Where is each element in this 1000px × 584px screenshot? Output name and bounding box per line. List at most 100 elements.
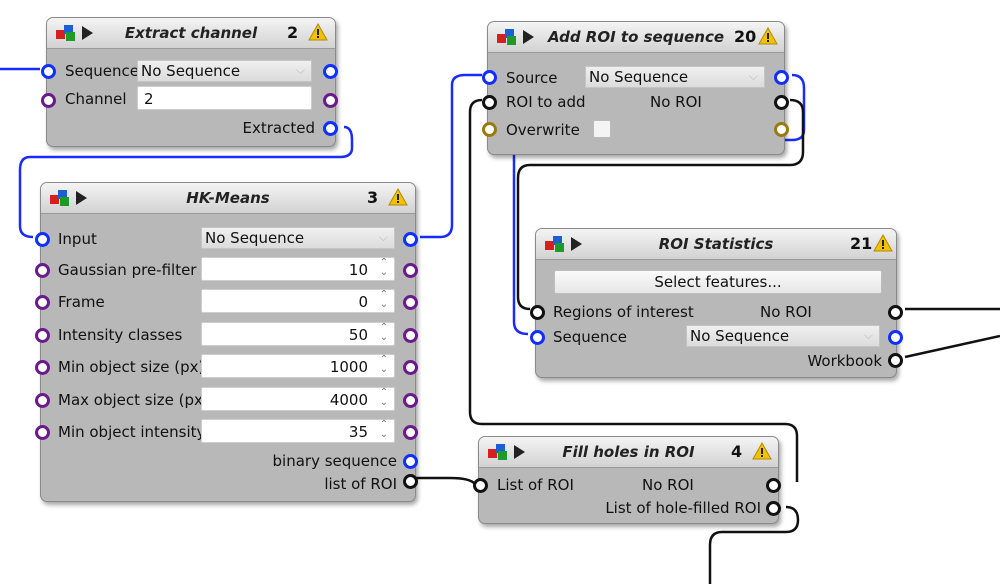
block-header[interactable]: Fill holes in ROI 4	[479, 437, 778, 468]
param-input-port[interactable]	[35, 295, 50, 310]
block-count: 2	[287, 23, 299, 42]
channel-field[interactable]: 2	[137, 86, 312, 110]
param-input-port[interactable]	[35, 425, 50, 440]
hole-filled-label: List of hole-filled ROI	[605, 499, 761, 517]
block-count: 3	[367, 188, 379, 207]
param-input-port[interactable]	[35, 360, 50, 375]
sequence-output-port[interactable]	[323, 64, 338, 79]
param-label: Min object size (px)	[58, 358, 205, 376]
chevron-down-icon: ⌵	[863, 328, 873, 342]
warning-icon[interactable]	[752, 441, 772, 461]
block-header[interactable]: HK-Means 3	[41, 183, 415, 214]
overwrite-output-port[interactable]	[774, 122, 789, 137]
roi-to-add-label: ROI to add	[506, 93, 586, 111]
channel-input-port[interactable]	[41, 93, 56, 108]
roi-input-port[interactable]	[482, 95, 497, 110]
warning-icon[interactable]	[873, 233, 893, 253]
param-output-port[interactable]	[403, 263, 418, 278]
warning-icon[interactable]	[388, 187, 408, 207]
binary-sequence-port[interactable]	[403, 454, 418, 469]
input-port[interactable]	[35, 232, 50, 247]
min-object-intensity-field[interactable]: 35⌃⌄	[201, 419, 395, 443]
channel-output-port[interactable]	[323, 93, 338, 108]
roi-output-port[interactable]	[774, 95, 789, 110]
fill-holes-block[interactable]: Fill holes in ROI 4 List of ROI No ROI L…	[473, 436, 781, 524]
block-header[interactable]: Add ROI to sequence 20	[488, 22, 784, 53]
param-label: Gaussian pre-filter	[58, 261, 197, 279]
input-dropdown[interactable]: No Sequence⌵	[201, 227, 395, 249]
play-icon[interactable]	[571, 237, 582, 251]
param-label: Max object size (px)	[58, 391, 209, 409]
list-of-roi-port[interactable]	[403, 474, 418, 489]
wire-addroi-out-to-stats-regions	[516, 98, 805, 311]
param-output-port[interactable]	[403, 393, 418, 408]
param-input-port[interactable]	[35, 328, 50, 343]
param-output-port[interactable]	[403, 425, 418, 440]
frame-field[interactable]: 0⌃⌄	[201, 289, 395, 313]
spinner-icon[interactable]: ⌃⌄	[379, 387, 389, 408]
sequence-dropdown[interactable]: No Sequence⌵	[686, 325, 880, 347]
wire-roi-to-addroi	[468, 98, 799, 482]
spinner-icon[interactable]: ⌃⌄	[379, 419, 389, 440]
min-object-size-field[interactable]: 1000⌃⌄	[201, 354, 395, 378]
source-dropdown[interactable]: No Sequence⌵	[585, 66, 765, 88]
blocks-icon	[545, 236, 564, 252]
regions-output-port[interactable]	[888, 305, 903, 320]
spinner-icon[interactable]: ⌃⌄	[379, 289, 389, 310]
param-output-port[interactable]	[403, 328, 418, 343]
input-label: Input	[58, 230, 97, 248]
wire-fill-out	[708, 505, 800, 584]
intensity-classes-field[interactable]: 50⌃⌄	[201, 322, 395, 346]
roi-statistics-block[interactable]: ROI Statistics 21 Select features... Reg…	[530, 228, 903, 378]
param-label: Frame	[58, 293, 105, 311]
select-features-button[interactable]: Select features...	[554, 270, 882, 294]
blocks-icon	[488, 444, 507, 460]
roi-to-add-value: No ROI	[650, 93, 702, 111]
chevron-down-icon: ⌵	[748, 69, 758, 83]
overwrite-checkbox[interactable]	[593, 120, 611, 138]
gaussian-prefilter-field[interactable]: 10⌃⌄	[201, 257, 395, 281]
source-output-port[interactable]	[774, 70, 789, 85]
spinner-icon[interactable]: ⌃⌄	[379, 322, 389, 343]
sequence-input-port[interactable]	[530, 330, 545, 345]
regions-input-port[interactable]	[530, 305, 545, 320]
play-icon[interactable]	[523, 30, 534, 44]
play-icon[interactable]	[82, 26, 93, 40]
list-of-roi-label: list of ROI	[324, 475, 397, 493]
list-input-port[interactable]	[473, 478, 488, 493]
block-header[interactable]: ROI Statistics 21	[536, 229, 896, 260]
play-icon[interactable]	[76, 191, 87, 205]
extract-channel-block[interactable]: Extract channel 2 Sequence No Sequence⌵ …	[41, 17, 338, 147]
play-icon[interactable]	[514, 445, 525, 459]
param-input-port[interactable]	[35, 393, 50, 408]
spinner-icon[interactable]: ⌃⌄	[379, 354, 389, 375]
extracted-output-port[interactable]	[323, 121, 338, 136]
source-label: Source	[506, 69, 558, 87]
spinner-icon[interactable]: ⌃⌄	[379, 257, 389, 278]
add-roi-to-sequence-block[interactable]: Add ROI to sequence 20 Source No Sequenc…	[482, 21, 789, 155]
channel-label: Channel	[65, 90, 127, 108]
input-output-port[interactable]	[403, 232, 418, 247]
max-object-size-field[interactable]: 4000⌃⌄	[201, 387, 395, 411]
sequence-input-port[interactable]	[41, 64, 56, 79]
sequence-label: Sequence	[553, 328, 627, 346]
warning-icon[interactable]	[758, 26, 778, 46]
list-output-port[interactable]	[766, 478, 781, 493]
source-input-port[interactable]	[482, 70, 497, 85]
workbook-output-port[interactable]	[888, 353, 903, 368]
chevron-down-icon: ⌵	[295, 63, 305, 77]
param-output-port[interactable]	[403, 360, 418, 375]
block-count: 20	[734, 27, 757, 46]
param-input-port[interactable]	[35, 263, 50, 278]
warning-icon[interactable]	[308, 22, 328, 42]
wire-extracted-to-hkmeans-input	[18, 125, 354, 239]
hole-filled-output-port[interactable]	[766, 501, 781, 516]
block-header[interactable]: Extract channel 2	[47, 18, 335, 49]
param-output-port[interactable]	[403, 295, 418, 310]
hk-means-block[interactable]: HK-Means 3 Input No Sequence⌵ Gaussian p…	[35, 182, 418, 502]
sequence-output-port[interactable]	[888, 330, 903, 345]
overwrite-input-port[interactable]	[482, 122, 497, 137]
block-title: ROI Statistics	[658, 235, 774, 253]
sequence-dropdown[interactable]: No Sequence⌵	[137, 60, 312, 82]
